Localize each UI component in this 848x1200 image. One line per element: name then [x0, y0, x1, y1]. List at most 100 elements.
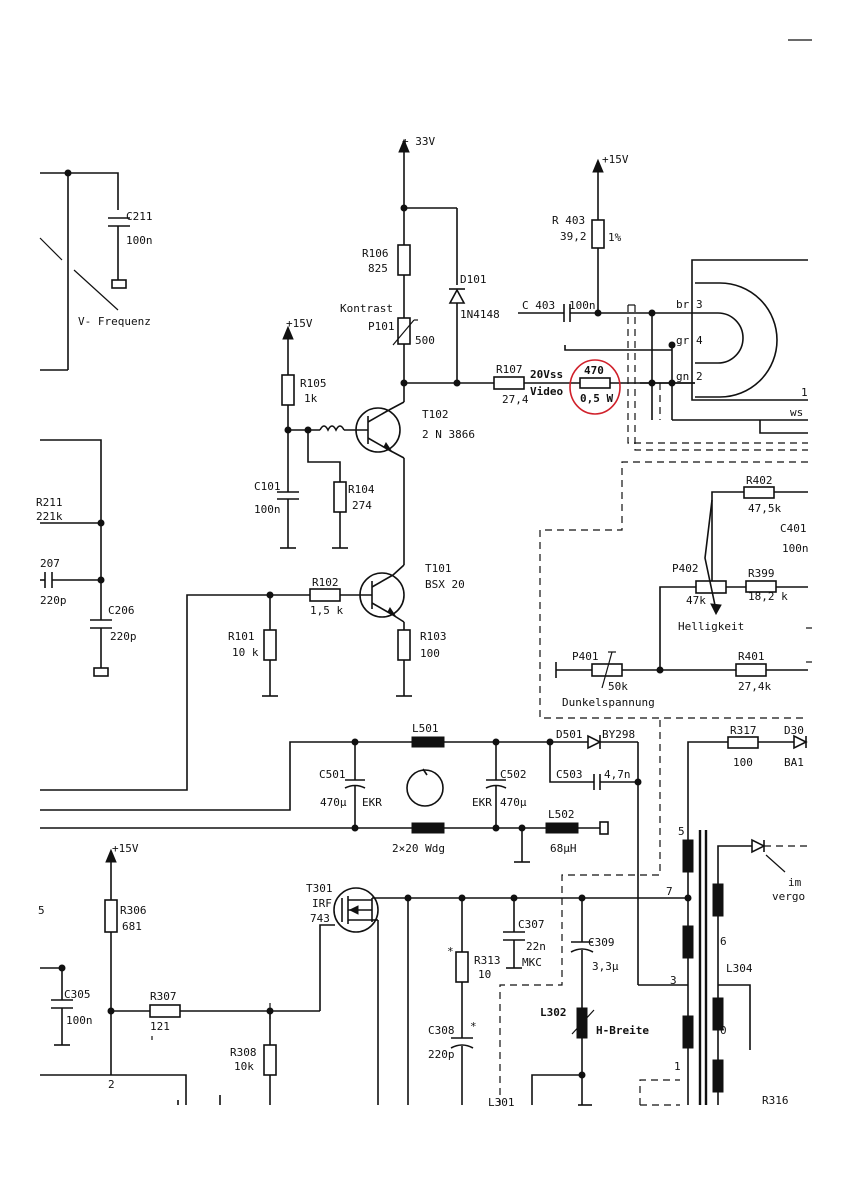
r102-label: R102 — [312, 576, 339, 589]
t101-stage: T101 BSX 20 R103 100 R102 1,5 k R101 10 … — [40, 562, 465, 791]
v-frequency-label: V- Frequenz — [78, 315, 151, 328]
t301-type-1: IRF — [312, 897, 332, 910]
c305-label: C305 — [64, 988, 91, 1001]
c501-type: EKR — [362, 796, 382, 809]
horizontal-output: +15V R306 681 5 C305 100n R307 121 R308 … — [38, 720, 688, 1109]
c308-star: * — [470, 1020, 477, 1033]
red-highlight-circle — [569, 359, 621, 415]
crt-connector: br 3 gr 4 gn 2 1 ws — [627, 259, 808, 451]
pin-0: 0 — [720, 1024, 727, 1037]
c403-label: C 403 — [522, 299, 555, 312]
p402-label: P402 — [672, 562, 699, 575]
r101-label: R101 — [228, 630, 255, 643]
r308-label: R308 — [230, 1046, 257, 1059]
pin-gn-number: 2 — [696, 370, 703, 383]
c307-label: C307 — [518, 918, 545, 931]
r317-d30: R317 100 D30 BA1 — [687, 724, 808, 769]
p401-value: 50k — [608, 680, 628, 693]
d501-type: BY298 — [602, 728, 635, 741]
pin-br-label: br — [676, 298, 690, 311]
d101-label: D101 — [460, 273, 487, 286]
r102-value: 1,5 k — [310, 604, 343, 617]
d30-type: BA1 — [784, 756, 804, 769]
r307-label: R307 — [150, 990, 177, 1003]
r403-c403-block: +15V R 403 39,2 1% C 403 100n — [518, 153, 695, 351]
c307-type: MKC — [522, 956, 542, 969]
c502-type: EKR — [472, 796, 492, 809]
r211-value: 221k — [36, 510, 63, 523]
flyback-transformer: 5 7 3 1 6 0 L304 im vergo R316 — [666, 760, 808, 1107]
d501-label: D501 — [556, 728, 583, 741]
t101-label: T101 — [425, 562, 452, 575]
r401-label: R401 — [738, 650, 765, 663]
r316-label: R316 — [762, 1094, 789, 1107]
r106-value: 825 — [368, 262, 388, 275]
c211-value: 100n — [126, 234, 153, 247]
pin-gr-number: 4 — [696, 334, 703, 347]
c503-value: 4,7n — [604, 768, 631, 781]
t101-type: BSX 20 — [425, 578, 465, 591]
r211-label: R211 — [36, 496, 63, 509]
c502-value: 470µ — [500, 796, 527, 809]
pin-gn-label: gn — [676, 370, 689, 383]
r317-label: R317 — [730, 724, 757, 737]
c207-value: 220p — [40, 594, 67, 607]
pin-br-number: 3 — [696, 298, 703, 311]
r103-label: R103 — [420, 630, 447, 643]
r403-tolerance: 1% — [608, 231, 622, 244]
l501-label: L501 — [412, 722, 439, 735]
p101-label: P101 — [368, 320, 395, 333]
l301-label: L301 — [488, 1096, 515, 1109]
v-frequency-block: C211 100n V- Frequenz — [39, 169, 153, 371]
pin-3: 3 — [670, 974, 677, 987]
r313-label: R313 — [474, 954, 501, 967]
c501-label: C501 — [319, 768, 346, 781]
r306-value: 681 — [122, 920, 142, 933]
c502-label: C502 — [500, 768, 527, 781]
r401-value: 27,4k — [738, 680, 771, 693]
brightness-control: R402 47,5k C401 100n P402 47k R399 18,2 … — [539, 461, 812, 719]
l501-winding: 2×20 Wdg — [392, 842, 445, 855]
power-filter: C501 470µ EKR C502 EKR 470µ L501 2×20 Wd… — [40, 722, 688, 986]
r101-value: 10 k — [232, 646, 259, 659]
c307-value: 22n — [526, 940, 546, 953]
r403-label: R 403 — [552, 214, 585, 227]
supply-15v-b: +15V — [602, 153, 629, 166]
pin-1-label: 1 — [801, 386, 808, 399]
c401-value: 100n — [782, 542, 809, 555]
c308-value: 220p — [428, 1048, 455, 1061]
c101-value: 100n — [254, 503, 281, 516]
helligkeit-label: Helligkeit — [678, 620, 744, 633]
t301-type-2: 743 — [310, 912, 330, 925]
t102-type: 2 N 3866 — [422, 428, 475, 441]
c308-label: C308 — [428, 1024, 455, 1037]
l502-value: 68µH — [550, 842, 577, 855]
left-filter-block: R211 221k 207 220p C206 220p — [36, 439, 137, 677]
r104-label: R104 — [348, 483, 375, 496]
c211-label: C211 — [126, 210, 153, 223]
note-vergo: vergo — [772, 890, 805, 903]
c101-label: C101 — [254, 480, 281, 493]
r104-value: 274 — [352, 499, 372, 512]
r105-value: 1k — [304, 392, 318, 405]
t301-label: T301 — [306, 882, 333, 895]
r103-value: 100 — [420, 647, 440, 660]
r317-value: 100 — [733, 756, 753, 769]
p401-label: P401 — [572, 650, 599, 663]
c501-value: 470µ — [320, 796, 347, 809]
c309-value: 3,3µ — [592, 960, 619, 973]
pin-gr-label: gr — [676, 334, 690, 347]
pin-ws-label: ws — [790, 406, 803, 419]
r470-value: 470 — [584, 364, 604, 377]
r307-value: 121 — [150, 1020, 170, 1033]
l304-label: L304 — [726, 962, 753, 975]
l502-label: L502 — [548, 808, 575, 821]
c206-label: C206 — [108, 604, 135, 617]
kontrast-label: Kontrast — [340, 302, 393, 315]
r107-label: R107 — [496, 363, 523, 376]
d101-type: 1N4148 — [460, 308, 500, 321]
c206-value: 220p — [110, 630, 137, 643]
c401-label: C401 — [780, 522, 807, 535]
c309-label: C309 — [588, 936, 615, 949]
